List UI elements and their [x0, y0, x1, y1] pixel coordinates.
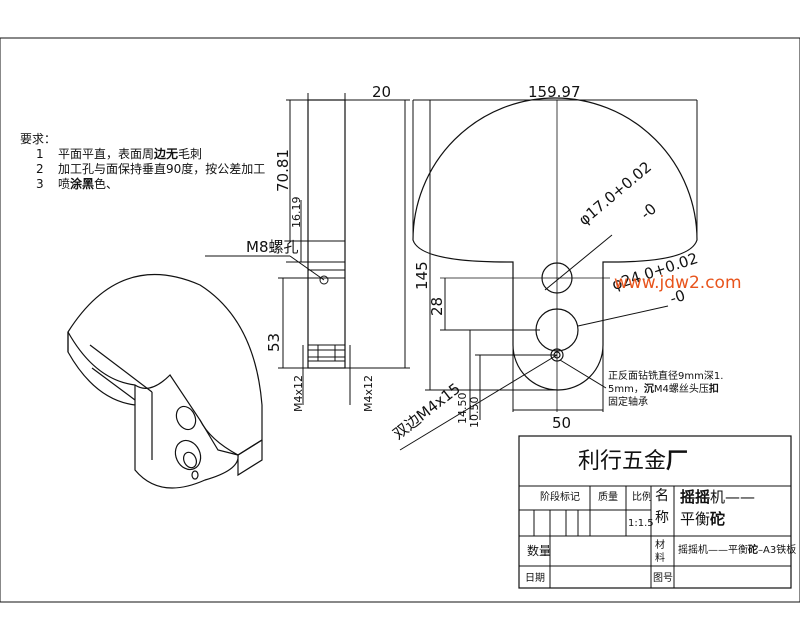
dim-70-81: 70.81: [274, 149, 292, 192]
dim-28: 28: [428, 297, 446, 316]
requirement-text: 色、: [94, 177, 119, 191]
note-line-2: 5mm，沉M4螺丝头压扣: [608, 382, 719, 395]
hole-dia17: [541, 262, 573, 294]
m8-hole-label: M8螺孔: [246, 238, 299, 256]
dim-m4-right: M4x12: [362, 375, 375, 412]
m8-hole-mark: [319, 275, 329, 285]
iso-front-face: [67, 332, 263, 489]
dim-front-width: 159.97: [528, 83, 581, 101]
date-label: 日期: [525, 572, 545, 584]
dim-10-50: 10.50: [468, 397, 481, 429]
requirement-text: 毛刺: [178, 147, 203, 161]
drawing-frame: [0, 37, 800, 603]
iso-top-face: [67, 273, 263, 456]
note-line-3: 固定轴承: [608, 395, 648, 408]
side-view: [205, 93, 410, 405]
material-label-2: 料: [655, 551, 665, 564]
dim-50: 50: [552, 414, 571, 432]
front-view: [412, 97, 698, 412]
material-label-1: 材: [655, 538, 665, 551]
drawing-no-label: 图号: [653, 572, 673, 584]
requirement-text: 加工孔与面保持垂直90度，按公差加工: [58, 162, 266, 176]
dim-14-50: 14.50: [456, 393, 469, 425]
dim-145: 145: [413, 261, 431, 290]
iso-hole-lower: [174, 439, 202, 471]
side-view-body: [307, 99, 346, 369]
dim-dia24-tol: -0: [668, 286, 688, 308]
title-block: [518, 435, 792, 589]
dim-dia17-tol: -0: [637, 200, 660, 223]
watermark: www.jdw2.com: [614, 273, 742, 293]
dim-16-19: 16.19: [290, 197, 303, 229]
requirement-text: 喷: [58, 177, 71, 191]
requirement-text-bold: 涂黑: [70, 177, 95, 191]
requirement-text: 平面平直，表面周: [58, 147, 155, 161]
dim-side-width: 20: [372, 83, 391, 101]
front-view-outline: [412, 97, 698, 391]
requirement-item: 1 平面平直，表面周边无毛刺: [20, 147, 265, 162]
dim-m4-left: M4x12: [292, 375, 305, 412]
col-stage-label: 阶段标记: [540, 490, 580, 503]
dim-53: 53: [265, 333, 283, 352]
requirement-number: 1: [36, 147, 44, 161]
requirement-number: 3: [36, 177, 44, 191]
requirement-item: 2 加工孔与面保持垂直90度，按公差加工: [20, 162, 265, 177]
col-scale-label: 比例: [632, 490, 652, 503]
material-value: 摇摇机——平衡砣–A3铁板: [678, 543, 796, 556]
name-label-2: 称: [655, 510, 669, 526]
requirement-number: 2: [36, 162, 44, 176]
col-weight-label: 质量: [598, 491, 618, 503]
part-name-line-2: 平衡砣: [680, 510, 725, 528]
note-line-1: 正反面钻铣直径9mm深1.: [608, 369, 723, 382]
part-name-line-1: 摇摇机——: [680, 488, 755, 506]
iso-hole-upper: [175, 405, 197, 431]
scale-value: 1:1.5: [628, 518, 654, 529]
requirements-heading: 要求：: [20, 132, 57, 146]
name-label-1: 名: [655, 488, 669, 504]
company-name: 利行五金厂: [578, 449, 688, 474]
requirement-text-bold: 边无: [154, 147, 179, 161]
dim-dia17: φ17.0+0.02: [575, 158, 655, 229]
qty-label: 数量: [527, 543, 551, 558]
isometric-view: [67, 273, 263, 489]
